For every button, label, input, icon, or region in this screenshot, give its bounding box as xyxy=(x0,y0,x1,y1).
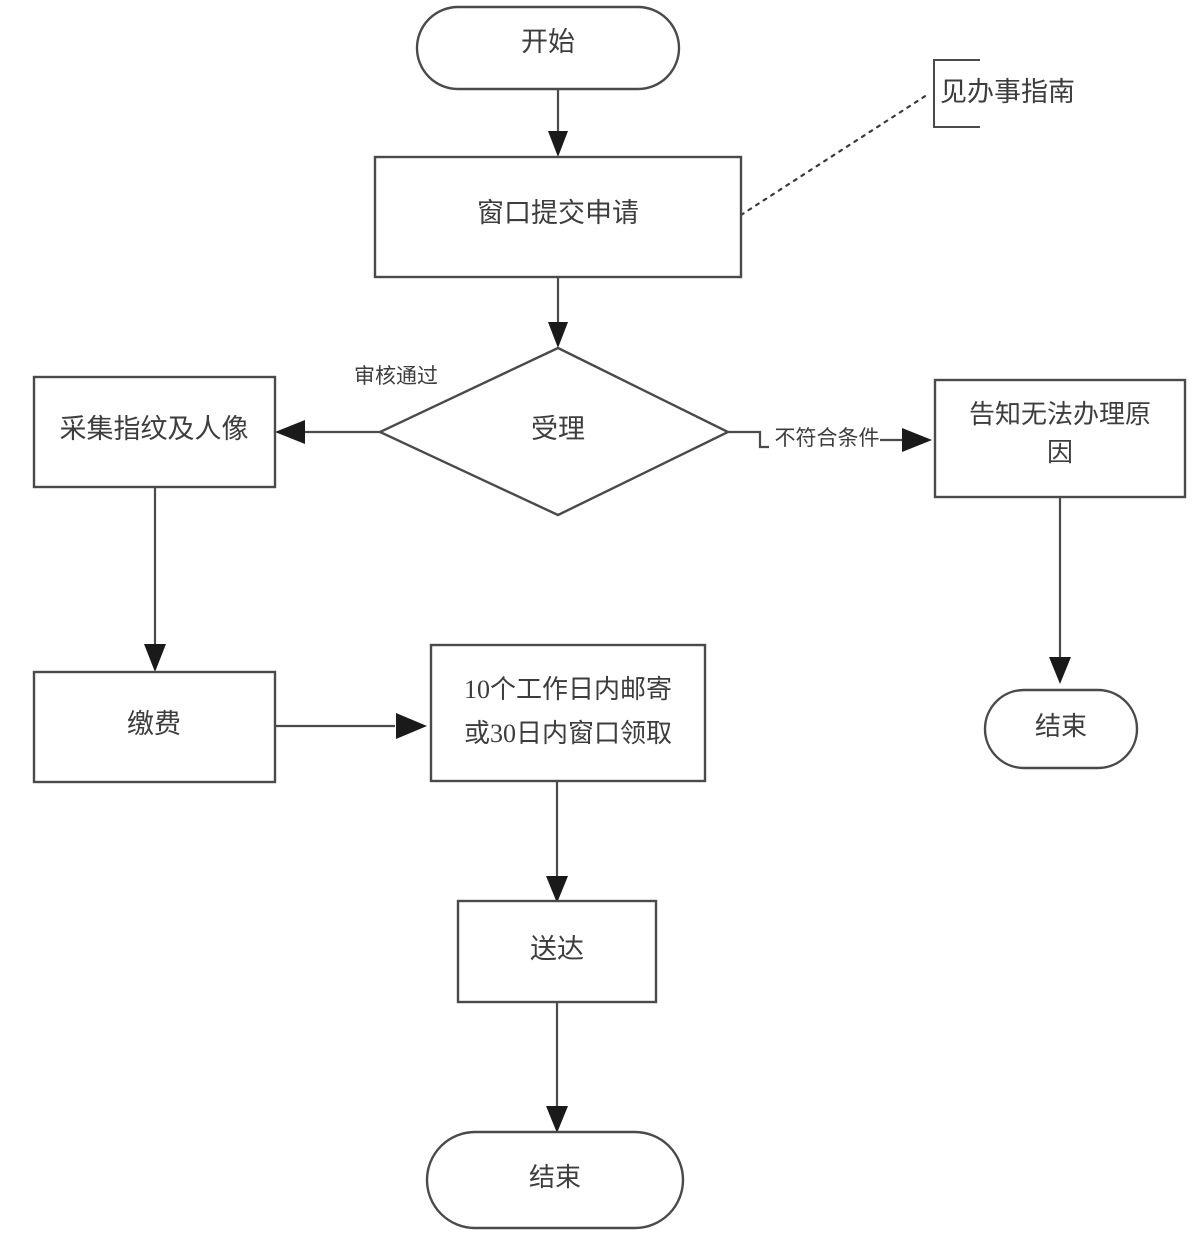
edge-accept-to-reject xyxy=(728,428,932,452)
node-payment[interactable]: 缴费 xyxy=(32,670,277,784)
edge-accept-to-collect xyxy=(275,420,380,444)
edge-served-to-end xyxy=(546,1002,568,1133)
node-submit-application[interactable]: 窗口提交申请 xyxy=(373,155,743,279)
edge-submit-to-guide-note xyxy=(739,91,932,217)
node-delivery-window-label-line2: 或30日内窗口领取 xyxy=(464,719,672,748)
node-end-main[interactable]: 结束 xyxy=(425,1130,685,1230)
annotation-guide-note: 见办事指南 xyxy=(933,59,1075,128)
annotation-guide-note-label: 见办事指南 xyxy=(940,77,1075,107)
node-end-reject[interactable]: 结束 xyxy=(983,688,1139,770)
edge-payment-to-deliver xyxy=(275,713,427,739)
edge-deliver-to-served xyxy=(546,781,568,903)
node-collect-biometrics[interactable]: 采集指纹及人像 xyxy=(32,375,277,489)
node-payment-label: 缴费 xyxy=(127,709,181,739)
node-accept-decision-label: 受理 xyxy=(531,414,585,444)
node-start-label: 开始 xyxy=(521,27,575,57)
node-submit-application-label: 窗口提交申请 xyxy=(477,198,639,228)
node-end-reject-label: 结束 xyxy=(1035,712,1087,741)
node-reject-reason[interactable]: 告知无法办理原 因 xyxy=(933,378,1187,499)
edge-submit-to-accept xyxy=(548,277,568,348)
node-delivery-window-label-line1: 10个工作日内邮寄 xyxy=(464,675,672,704)
edge-collect-to-payment xyxy=(144,487,166,672)
edge-label-approved: 审核通过 xyxy=(354,364,438,388)
node-collect-biometrics-label: 采集指纹及人像 xyxy=(60,414,249,444)
node-reject-reason-label-line1: 告知无法办理原 xyxy=(969,400,1151,429)
edge-label-not-qualified: 不符合条件 xyxy=(775,426,880,450)
node-accept-decision[interactable]: 受理 xyxy=(377,346,731,517)
node-served[interactable]: 送达 xyxy=(456,899,658,1004)
node-served-label: 送达 xyxy=(530,934,584,964)
node-start[interactable]: 开始 xyxy=(415,5,681,91)
node-delivery-window[interactable]: 10个工作日内邮寄 或30日内窗口领取 xyxy=(429,643,707,783)
node-end-main-label: 结束 xyxy=(529,1163,581,1192)
edge-reject-to-end xyxy=(1049,497,1071,684)
edge-start-to-submit xyxy=(548,88,568,157)
node-reject-reason-label-line2: 因 xyxy=(1047,438,1073,467)
